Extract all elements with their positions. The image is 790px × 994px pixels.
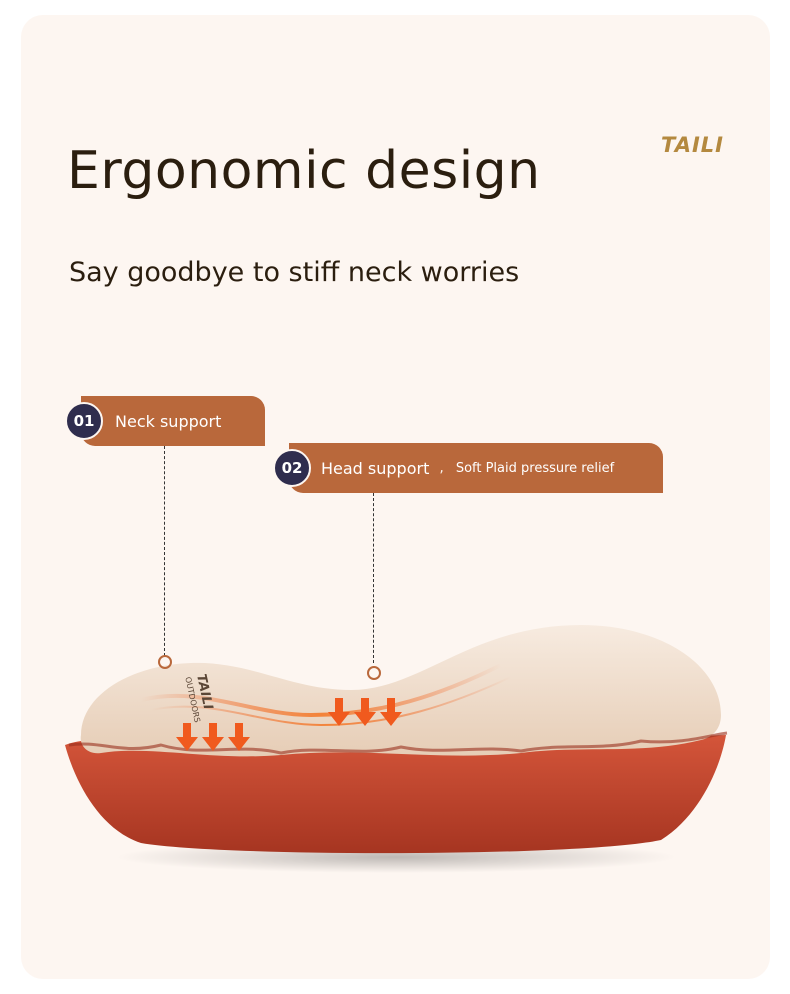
neck-support-label: Neck support (115, 411, 222, 431)
pillow-base (65, 735, 726, 854)
head-support-detail: Soft Plaid pressure relief (455, 460, 615, 476)
neck-support-marker (158, 655, 172, 669)
neck-support-tag: Neck support (81, 396, 265, 446)
page-title: Ergonomic design (67, 141, 541, 201)
callout-number-02: 02 (273, 449, 311, 487)
down-arrow-icon (328, 698, 402, 726)
pillow-seam (68, 731, 728, 755)
pressure-wave (150, 676, 512, 727)
head-support-marker (367, 666, 381, 680)
pillow-print-brand: TAILI (193, 673, 215, 711)
head-support-label: Head support (321, 458, 430, 478)
pillow-top (80, 625, 722, 757)
head-support-leader-line (373, 493, 374, 663)
down-arrow-icon (176, 723, 250, 751)
product-card: TAILI Ergonomic design Say goodbye to st… (21, 15, 770, 979)
brand-logo: TAILI (661, 133, 724, 157)
tag-separator: , (439, 460, 444, 476)
head-support-tag: Head support , Soft Plaid pressure relie… (289, 443, 663, 493)
neck-support-leader-line (164, 446, 165, 656)
callout-number-01: 01 (65, 402, 103, 440)
page-subtitle: Say goodbye to stiff neck worries (69, 257, 520, 288)
pillow-illustration: TAILI OUTDOORS (65, 625, 728, 873)
pressure-wave (140, 663, 502, 718)
